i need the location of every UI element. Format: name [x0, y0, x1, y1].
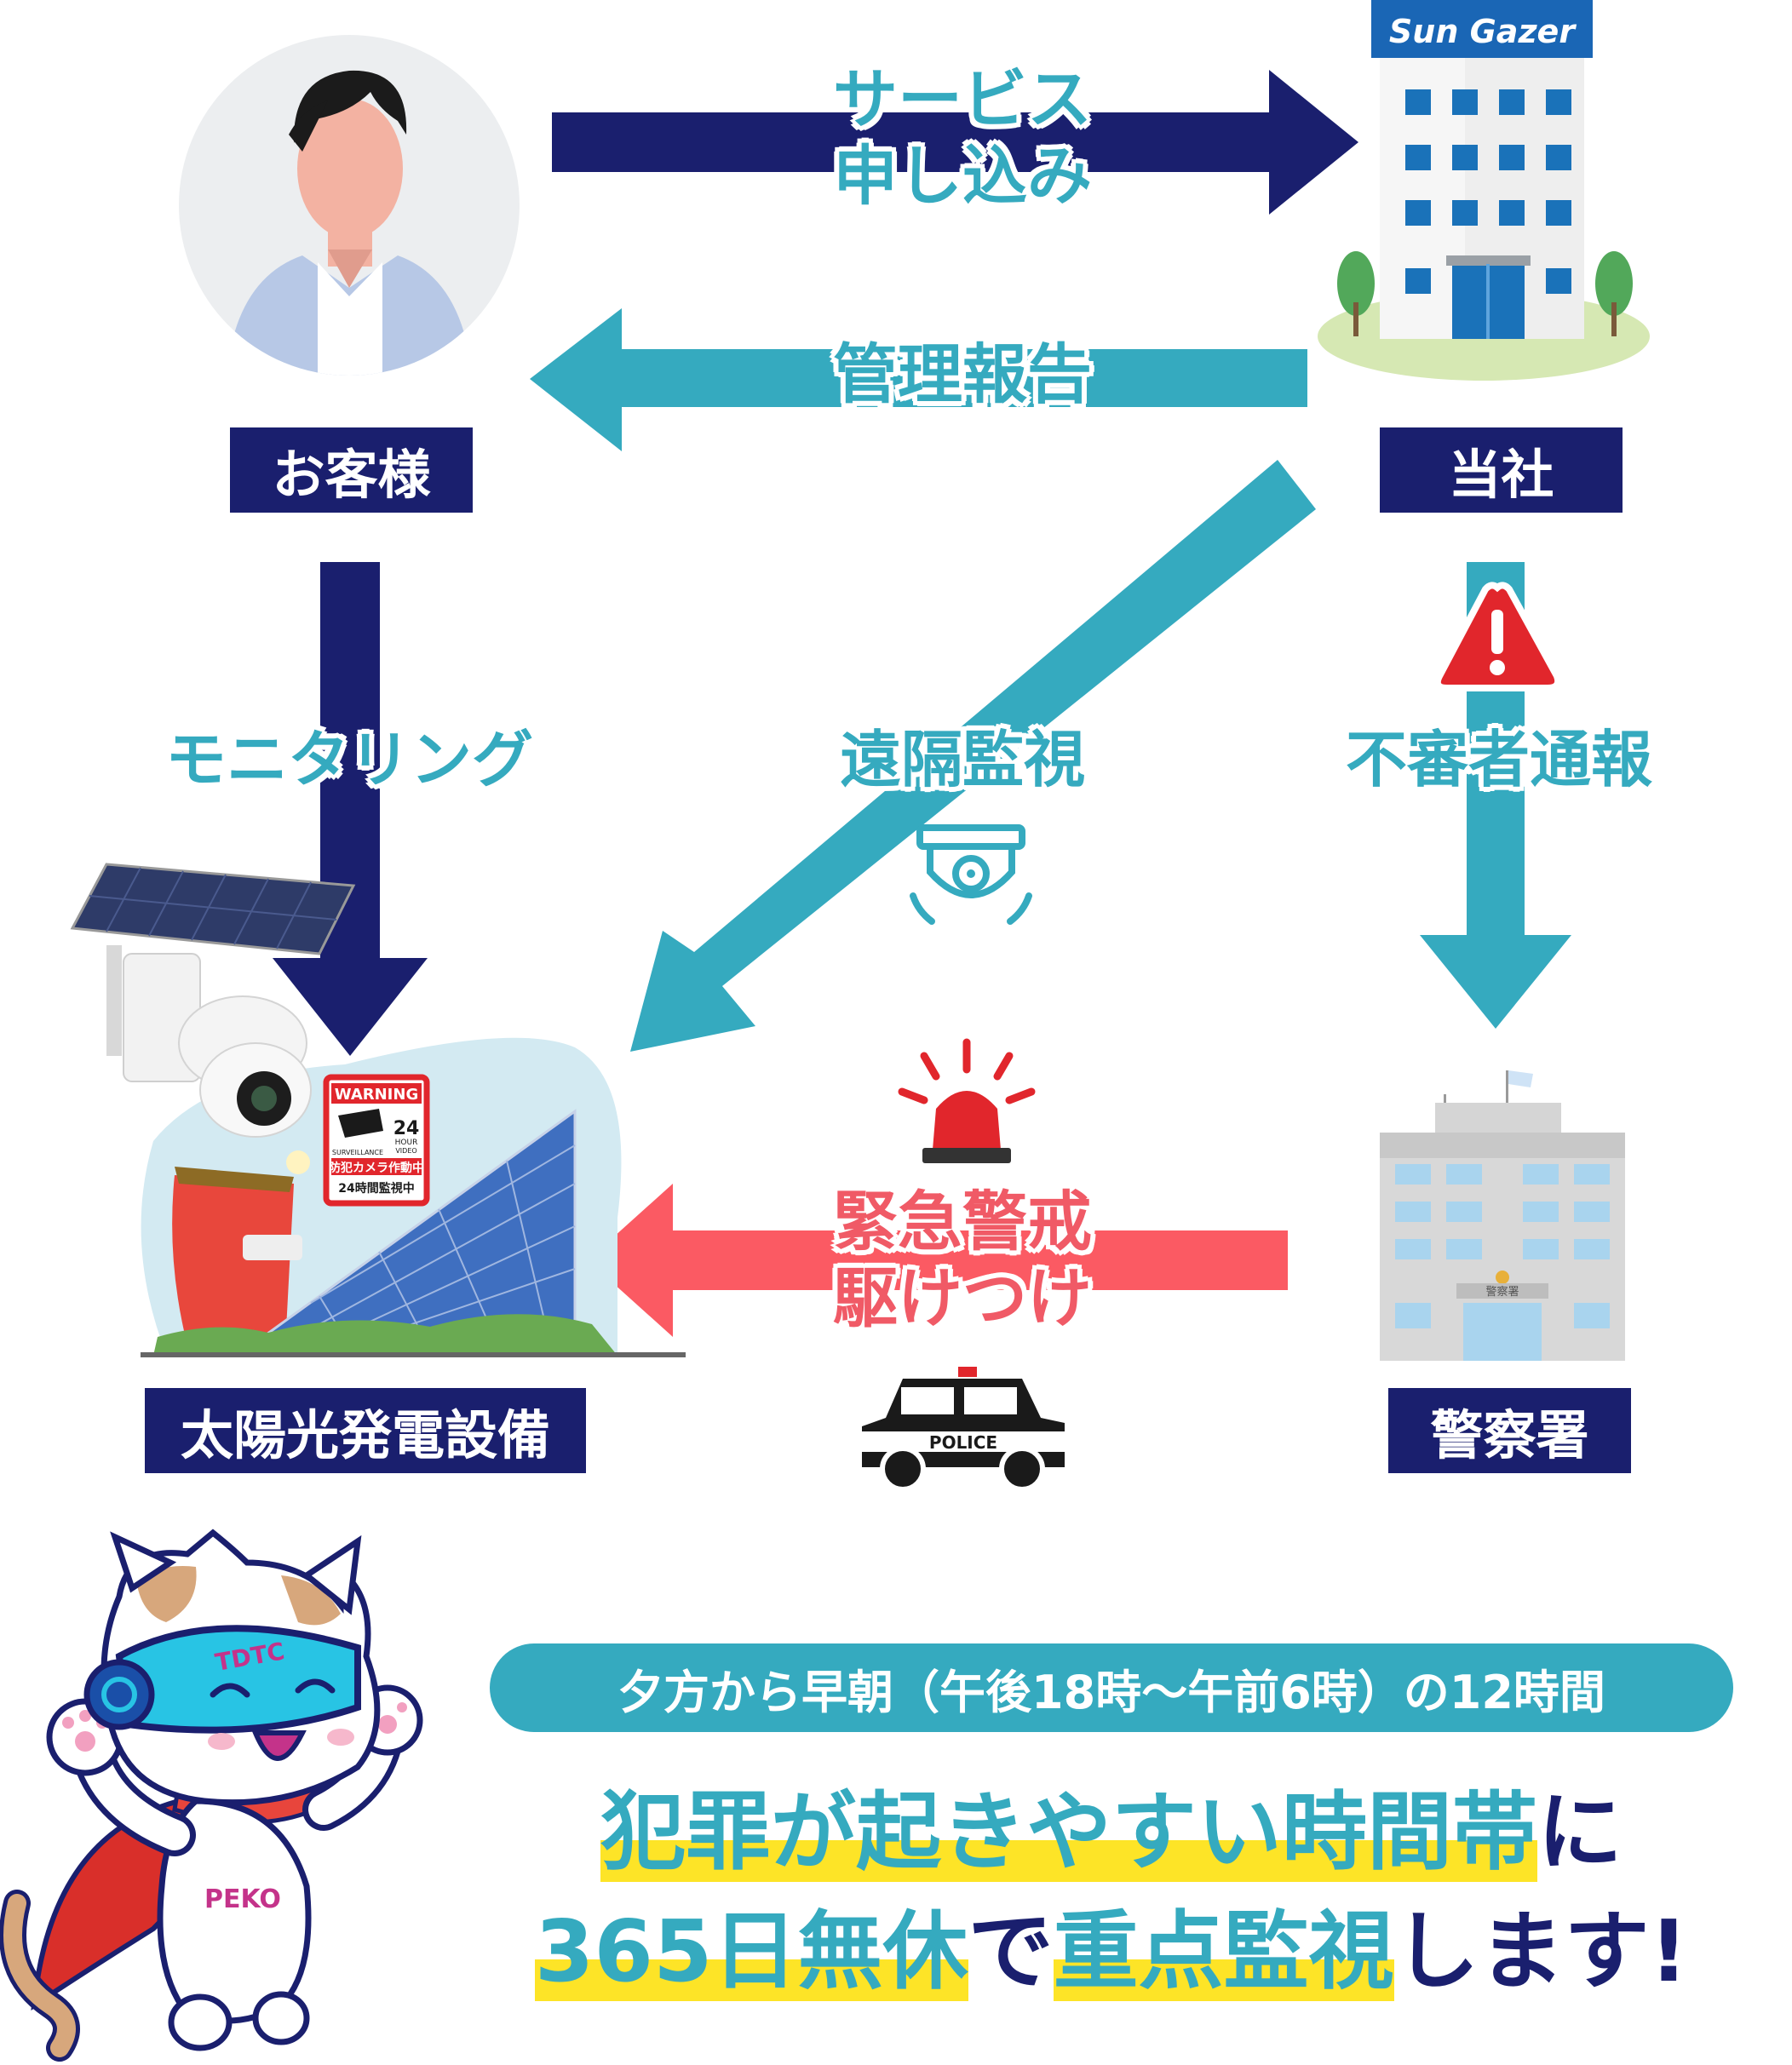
customer-label: お客様	[230, 427, 473, 513]
arrow-service-shape	[552, 70, 1358, 215]
emergency-line2: 駆けつけ	[833, 1259, 1092, 1336]
arrow-remote-shape	[630, 460, 1316, 1052]
headline-line2-mid: で	[968, 1902, 1054, 2001]
warning-icon	[1433, 582, 1562, 691]
customer-illustration	[179, 35, 520, 376]
warning-sign-title: WARNING	[335, 1086, 418, 1104]
monitoring-flow-label: モニタリング	[164, 724, 533, 795]
company-label: 当社	[1380, 427, 1623, 513]
warning-sign-hour-unit: HOUR	[395, 1139, 418, 1147]
remote-flow-label: 遠隔監視	[839, 724, 1085, 795]
headline-line2: 365日無休で重点監視します!	[477, 1882, 1746, 2005]
warning-sign-line2: 24時間監視中	[338, 1181, 414, 1196]
headline-line2-tail: します!	[1393, 1902, 1689, 2001]
headline-line2-highlight2: 重点監視	[1053, 1902, 1394, 2001]
police-station-illustration: 警察署	[1380, 1070, 1625, 1361]
emergency-flow-label: 緊急警戒 駆けつけ	[750, 1184, 1175, 1336]
report-flow-label: 管理報告	[833, 336, 1092, 412]
solar-label: 太陽光発電設備	[145, 1388, 586, 1473]
company-brand-text: Sun Gazer	[1389, 13, 1577, 50]
mascot-illustration: PEKO TDTC	[0, 1529, 423, 2062]
headline-line2-highlight1: 365日無休	[534, 1902, 968, 2001]
mascot-body-text: PEKO	[204, 1884, 281, 1914]
service-line2: 申し込み	[833, 137, 1092, 214]
emergency-line1: 緊急警戒	[833, 1184, 1092, 1259]
arrow-report-shape	[530, 308, 1307, 451]
solar-installation-illustration: WARNING 24 HOUR VIDEO SURVEILLANCE 防犯カメラ…	[70, 863, 686, 1357]
warning-sign-line1: 防犯カメラ作動中	[329, 1161, 424, 1175]
security-camera-icon	[910, 824, 1032, 925]
headline-line1-highlight: 犯罪が起きやすい時間帯	[600, 1782, 1537, 1882]
warning-sign-video: VIDEO	[395, 1147, 416, 1155]
warning-sign-hours: 24	[393, 1118, 420, 1139]
company-building-illustration: Sun Gazer	[1318, 0, 1650, 381]
warning-sign-surveillance: SURVEILLANCE	[332, 1149, 383, 1156]
headline-line1-tail: に	[1537, 1782, 1623, 1882]
police-car-text: POLICE	[929, 1432, 997, 1453]
suspicious-flow-label: 不審者通報	[1345, 724, 1652, 795]
police-car-icon: POLICE	[862, 1367, 1065, 1492]
police-label: 警察署	[1388, 1388, 1631, 1473]
police-station-sign: 警察署	[1485, 1285, 1519, 1299]
time-range-pill: 夕方から早朝（午後18時〜午前6時）の12時間	[490, 1643, 1733, 1732]
arrow-emergency-shape	[588, 1184, 1288, 1337]
headline-line1: 犯罪が起きやすい時間帯に	[477, 1763, 1746, 1886]
arrow-suspicious-shape	[1420, 562, 1571, 1029]
service-line1: サービス	[833, 61, 1092, 137]
siren-icon	[898, 1038, 1036, 1163]
service-flow-label: サービス 申し込み	[750, 61, 1175, 214]
